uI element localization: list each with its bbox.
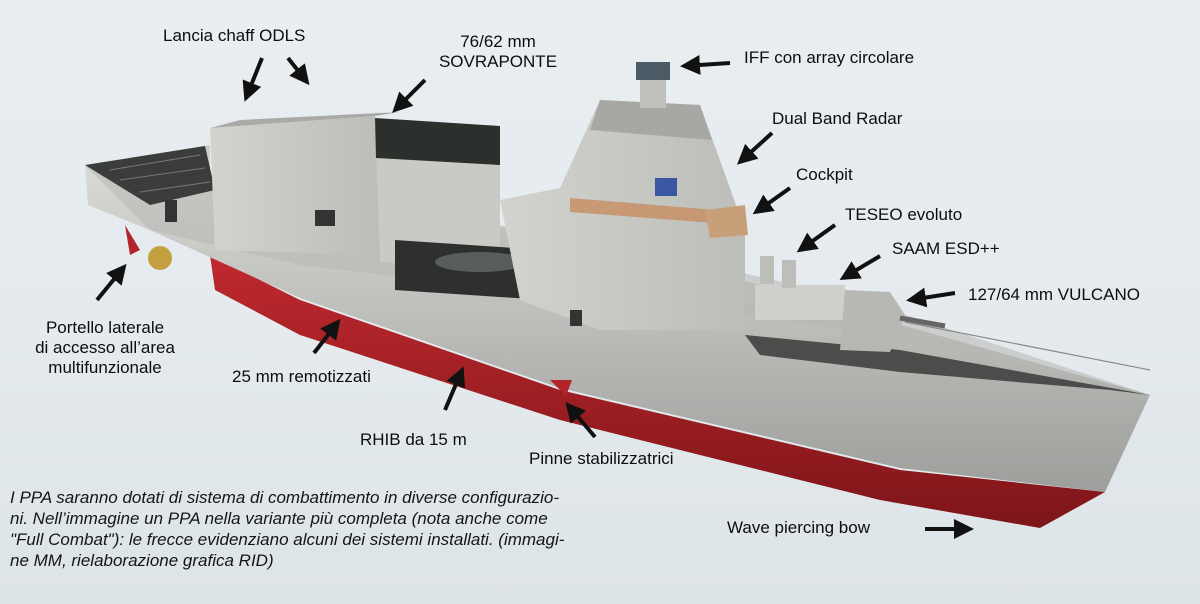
arrow-pinne xyxy=(565,401,597,439)
propeller xyxy=(148,246,172,270)
arrow-radar xyxy=(737,131,774,165)
caption-line4: ne MM, rielaborazione grafica RID) xyxy=(10,551,274,570)
arrow-76mm xyxy=(392,78,427,113)
red-hull xyxy=(210,255,1105,528)
label-lancia-chaff: Lancia chaff ODLS xyxy=(163,26,306,45)
label-portello-line2: di accesso all’area xyxy=(35,338,175,357)
label-portello: Portello laterale di accesso all’area mu… xyxy=(22,318,188,378)
label-cockpit: Cockpit xyxy=(796,165,853,184)
arrow-cockpit xyxy=(752,186,792,215)
caption-line2: ni. Nell’immagine un PPA nella variante … xyxy=(10,509,548,528)
arrow-127 xyxy=(906,287,956,308)
caption-line3: "Full Combat"): le frecce evidenziano al… xyxy=(10,530,565,549)
label-portello-line1: Portello laterale xyxy=(45,318,165,337)
gun-turret xyxy=(840,290,905,352)
stabilizer-fin xyxy=(550,380,572,396)
label-iff: IFF con array circolare xyxy=(744,48,915,67)
label-teseo: TESEO evoluto xyxy=(845,205,963,224)
cockpit xyxy=(705,205,748,238)
caption-line1: I PPA saranno dotati di sistema di comba… xyxy=(10,488,559,507)
label-25mm: 25 mm remotizzati xyxy=(232,367,371,386)
label-76mm: 76/62 mm SOVRAPONTE xyxy=(418,32,578,72)
caption: I PPA saranno dotati di sistema di comba… xyxy=(10,487,670,571)
label-rhib: RHIB da 15 m xyxy=(360,430,467,449)
arrows xyxy=(95,54,974,539)
saam-launcher xyxy=(755,285,845,320)
label-wave-bow: Wave piercing bow xyxy=(727,518,870,537)
label-76mm-line1: 76/62 mm xyxy=(460,32,536,51)
label-saam: SAAM ESD++ xyxy=(892,239,1000,258)
label-dual-band-radar: Dual Band Radar xyxy=(772,109,903,128)
label-127mm: 127/64 mm VULCANO xyxy=(968,285,1140,304)
arrow-rhib xyxy=(443,366,465,411)
arrow-portello xyxy=(95,263,127,302)
label-76mm-line2: SOVRAPONTE xyxy=(438,52,558,71)
arrow-chaff-2 xyxy=(286,56,310,86)
mast xyxy=(640,78,666,108)
arrow-chaff-1 xyxy=(242,57,264,102)
arrow-25mm xyxy=(312,318,341,355)
hangar-block xyxy=(210,116,380,255)
label-pinne: Pinne stabilizzatrici xyxy=(529,449,674,468)
arrow-teseo xyxy=(796,223,837,253)
arrow-iff xyxy=(680,54,731,75)
label-portello-line3: multifunzionale xyxy=(48,358,162,377)
arrow-saam xyxy=(839,254,882,281)
